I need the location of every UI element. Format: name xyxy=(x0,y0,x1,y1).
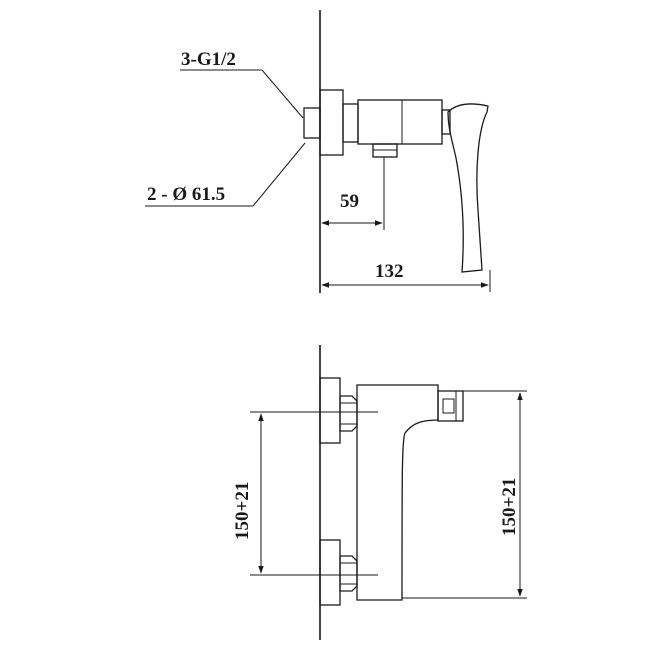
dim-132-label: 132 xyxy=(375,261,404,282)
diameter-label: 2 - Ø 61.5 xyxy=(147,184,225,205)
dim-left-label: 150+21 xyxy=(232,482,253,540)
mixer-body xyxy=(356,384,439,601)
thread-label: 3-G1/2 xyxy=(181,49,236,70)
dim-right-label: 150+21 xyxy=(499,478,520,536)
handle-socket-inner xyxy=(442,398,455,414)
handle-socket xyxy=(437,390,464,422)
escutcheon-flange xyxy=(319,89,344,156)
upper-nut xyxy=(339,395,358,432)
dim-59-label: 59 xyxy=(340,191,359,212)
lower-escutcheon xyxy=(319,539,341,606)
valve-body xyxy=(357,99,443,145)
cartridge-cap xyxy=(441,109,451,135)
eccentric-connector xyxy=(303,107,321,139)
connector-nut xyxy=(342,103,359,143)
thread-leader-diagonal xyxy=(261,69,304,119)
diameter-leader-diagonal xyxy=(252,142,306,207)
side-view: 3-G1/2 2 - Ø 61.5 59 132 xyxy=(145,10,491,293)
upper-escutcheon xyxy=(319,377,341,444)
lever-handle xyxy=(447,103,489,273)
lower-nut xyxy=(339,555,358,592)
front-view: 150+21 150+21 xyxy=(232,345,527,640)
